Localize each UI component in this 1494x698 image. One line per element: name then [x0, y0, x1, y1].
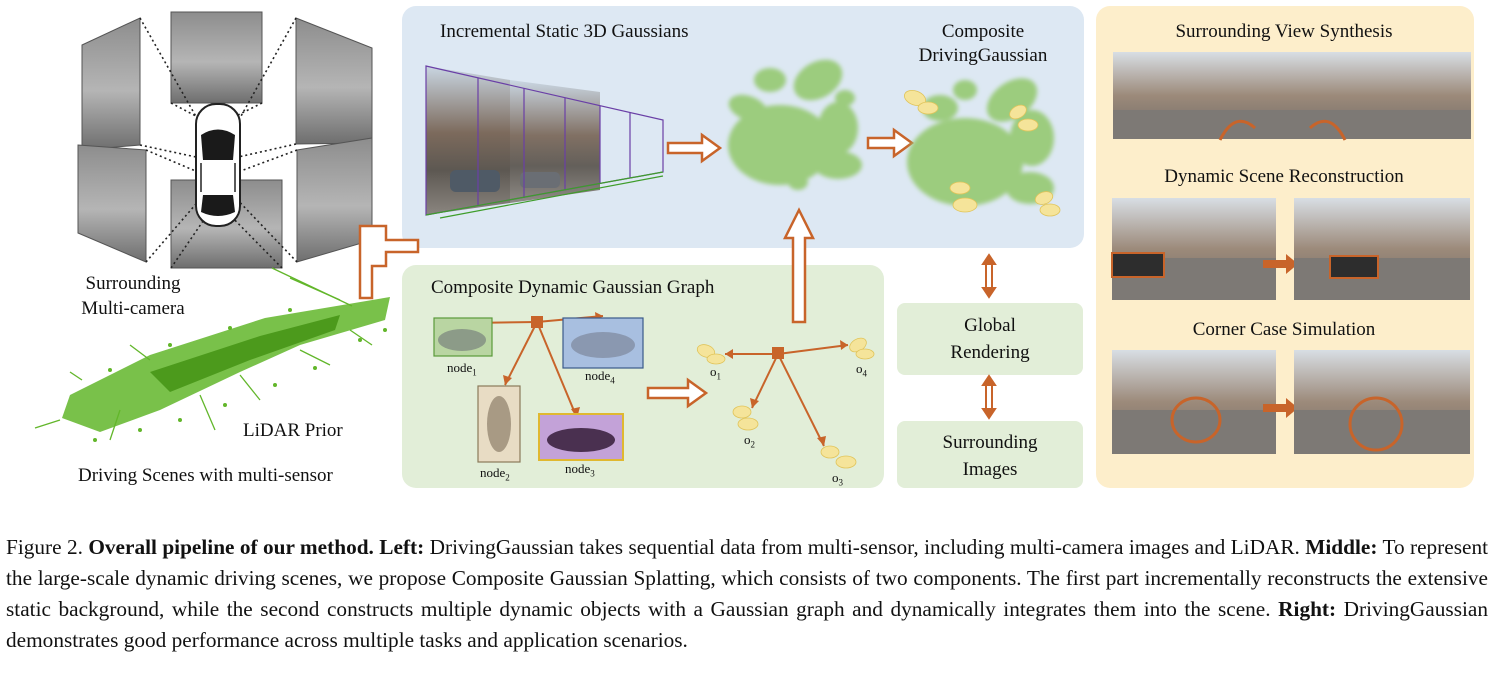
task-corner-case: Corner Case Simulation: [1192, 319, 1376, 340]
surrounding-images-label: Surrounding Images: [897, 429, 1083, 483]
global-rendering-line2: Rendering: [950, 342, 1030, 363]
composite-title-line1: Composite: [941, 21, 1025, 42]
camera-view-front-right: [295, 17, 373, 145]
graph-left-to-right-arrow: [646, 377, 709, 409]
double-arrows: [981, 253, 997, 420]
ego-car-icon: [195, 103, 241, 227]
caption-right-label: Right:: [1278, 597, 1337, 621]
node4-box: [562, 317, 644, 369]
node4-label: node4: [585, 368, 615, 386]
surrounding-images-line1: Surrounding: [942, 432, 1038, 453]
node1-box: [433, 317, 493, 357]
static-gaussians: [728, 59, 862, 190]
surrounding-images-line2: Images: [962, 459, 1018, 480]
recon-arrow: [1263, 254, 1298, 274]
camera-label-line1: Surrounding: [85, 273, 181, 294]
dynamic-recon-image-2: [1294, 198, 1470, 300]
caption-middle-text: To represent the large-scale dynamic dri…: [6, 535, 1489, 621]
pipeline-figure: Surrounding Multi-camera LiDAR Prior Dri…: [34, 6, 1474, 488]
camera-view-back-left: [77, 144, 147, 263]
surround-view-image: [1113, 52, 1471, 141]
composite-title-line2: DrivingGaussian: [918, 45, 1048, 66]
lidar-label: LiDAR Prior: [243, 420, 343, 441]
figure-caption: Figure 2. Overall pipeline of our method…: [6, 532, 1488, 656]
caption-title: Overall pipeline of our method.: [88, 535, 374, 559]
left-section-label: Driving Scenes with multi-sensor: [78, 465, 333, 486]
node2-label: node2: [480, 465, 510, 483]
dynamic-graph-right: [696, 337, 875, 469]
o3-label: o3: [832, 470, 843, 488]
node2-box: [477, 385, 521, 463]
camera-view-front-left: [81, 17, 141, 151]
dynamic-recon-image-1: [1111, 198, 1276, 300]
frustum-to-gaussians-arrow: [666, 132, 723, 164]
o2-label: o2: [744, 432, 755, 450]
global-rendering-box: [897, 303, 1083, 375]
global-rendering-label: Global Rendering: [897, 312, 1083, 366]
camera-rig: [77, 11, 373, 269]
camera-view-front: [170, 11, 263, 104]
lidar-point-cloud: [34, 267, 390, 442]
camera-label-line2: Multi-camera: [81, 298, 185, 319]
camera-label: Surrounding Multi-camera: [58, 271, 208, 321]
composite-gaussians: [903, 78, 1061, 217]
node3-box: [538, 413, 624, 461]
caption-right-text: DrivingGaussian demonstrates good perfor…: [6, 597, 1488, 652]
caption-middle-label: Middle:: [1305, 535, 1378, 559]
corner-case-image-2: [1294, 350, 1470, 454]
composite-title: Composite DrivingGaussian: [898, 20, 1068, 68]
gaussians-to-composite-arrow: [866, 127, 915, 159]
o4-label: o4: [856, 361, 867, 379]
left-to-middle-arrow: [358, 224, 420, 300]
figure-graphics: [34, 11, 1471, 469]
caption-left-text: DrivingGaussian takes sequential data fr…: [429, 535, 1300, 559]
corner-case-image-1: [1112, 350, 1276, 454]
global-rendering-line1: Global: [964, 315, 1016, 336]
surrounding-images-box: [897, 421, 1083, 488]
task-dynamic-recon: Dynamic Scene Reconstruction: [1164, 166, 1404, 187]
node1-label: node1: [447, 360, 477, 378]
dynamic-title: Composite Dynamic Gaussian Graph: [431, 277, 715, 298]
caption-left-label: Left:: [379, 535, 425, 559]
node3-label: node3: [565, 461, 595, 479]
o1-label: o1: [710, 364, 721, 382]
corner-case-arrow: [1263, 398, 1298, 418]
incremental-frustum: [425, 65, 664, 219]
task-surround-view: Surrounding View Synthesis: [1175, 21, 1393, 42]
caption-fig-label: Figure 2.: [6, 535, 83, 559]
dynamic-to-composite-arrow: [782, 207, 816, 324]
static-title: Incremental Static 3D Gaussians: [440, 21, 689, 42]
dynamic-graph-left: [433, 312, 644, 463]
